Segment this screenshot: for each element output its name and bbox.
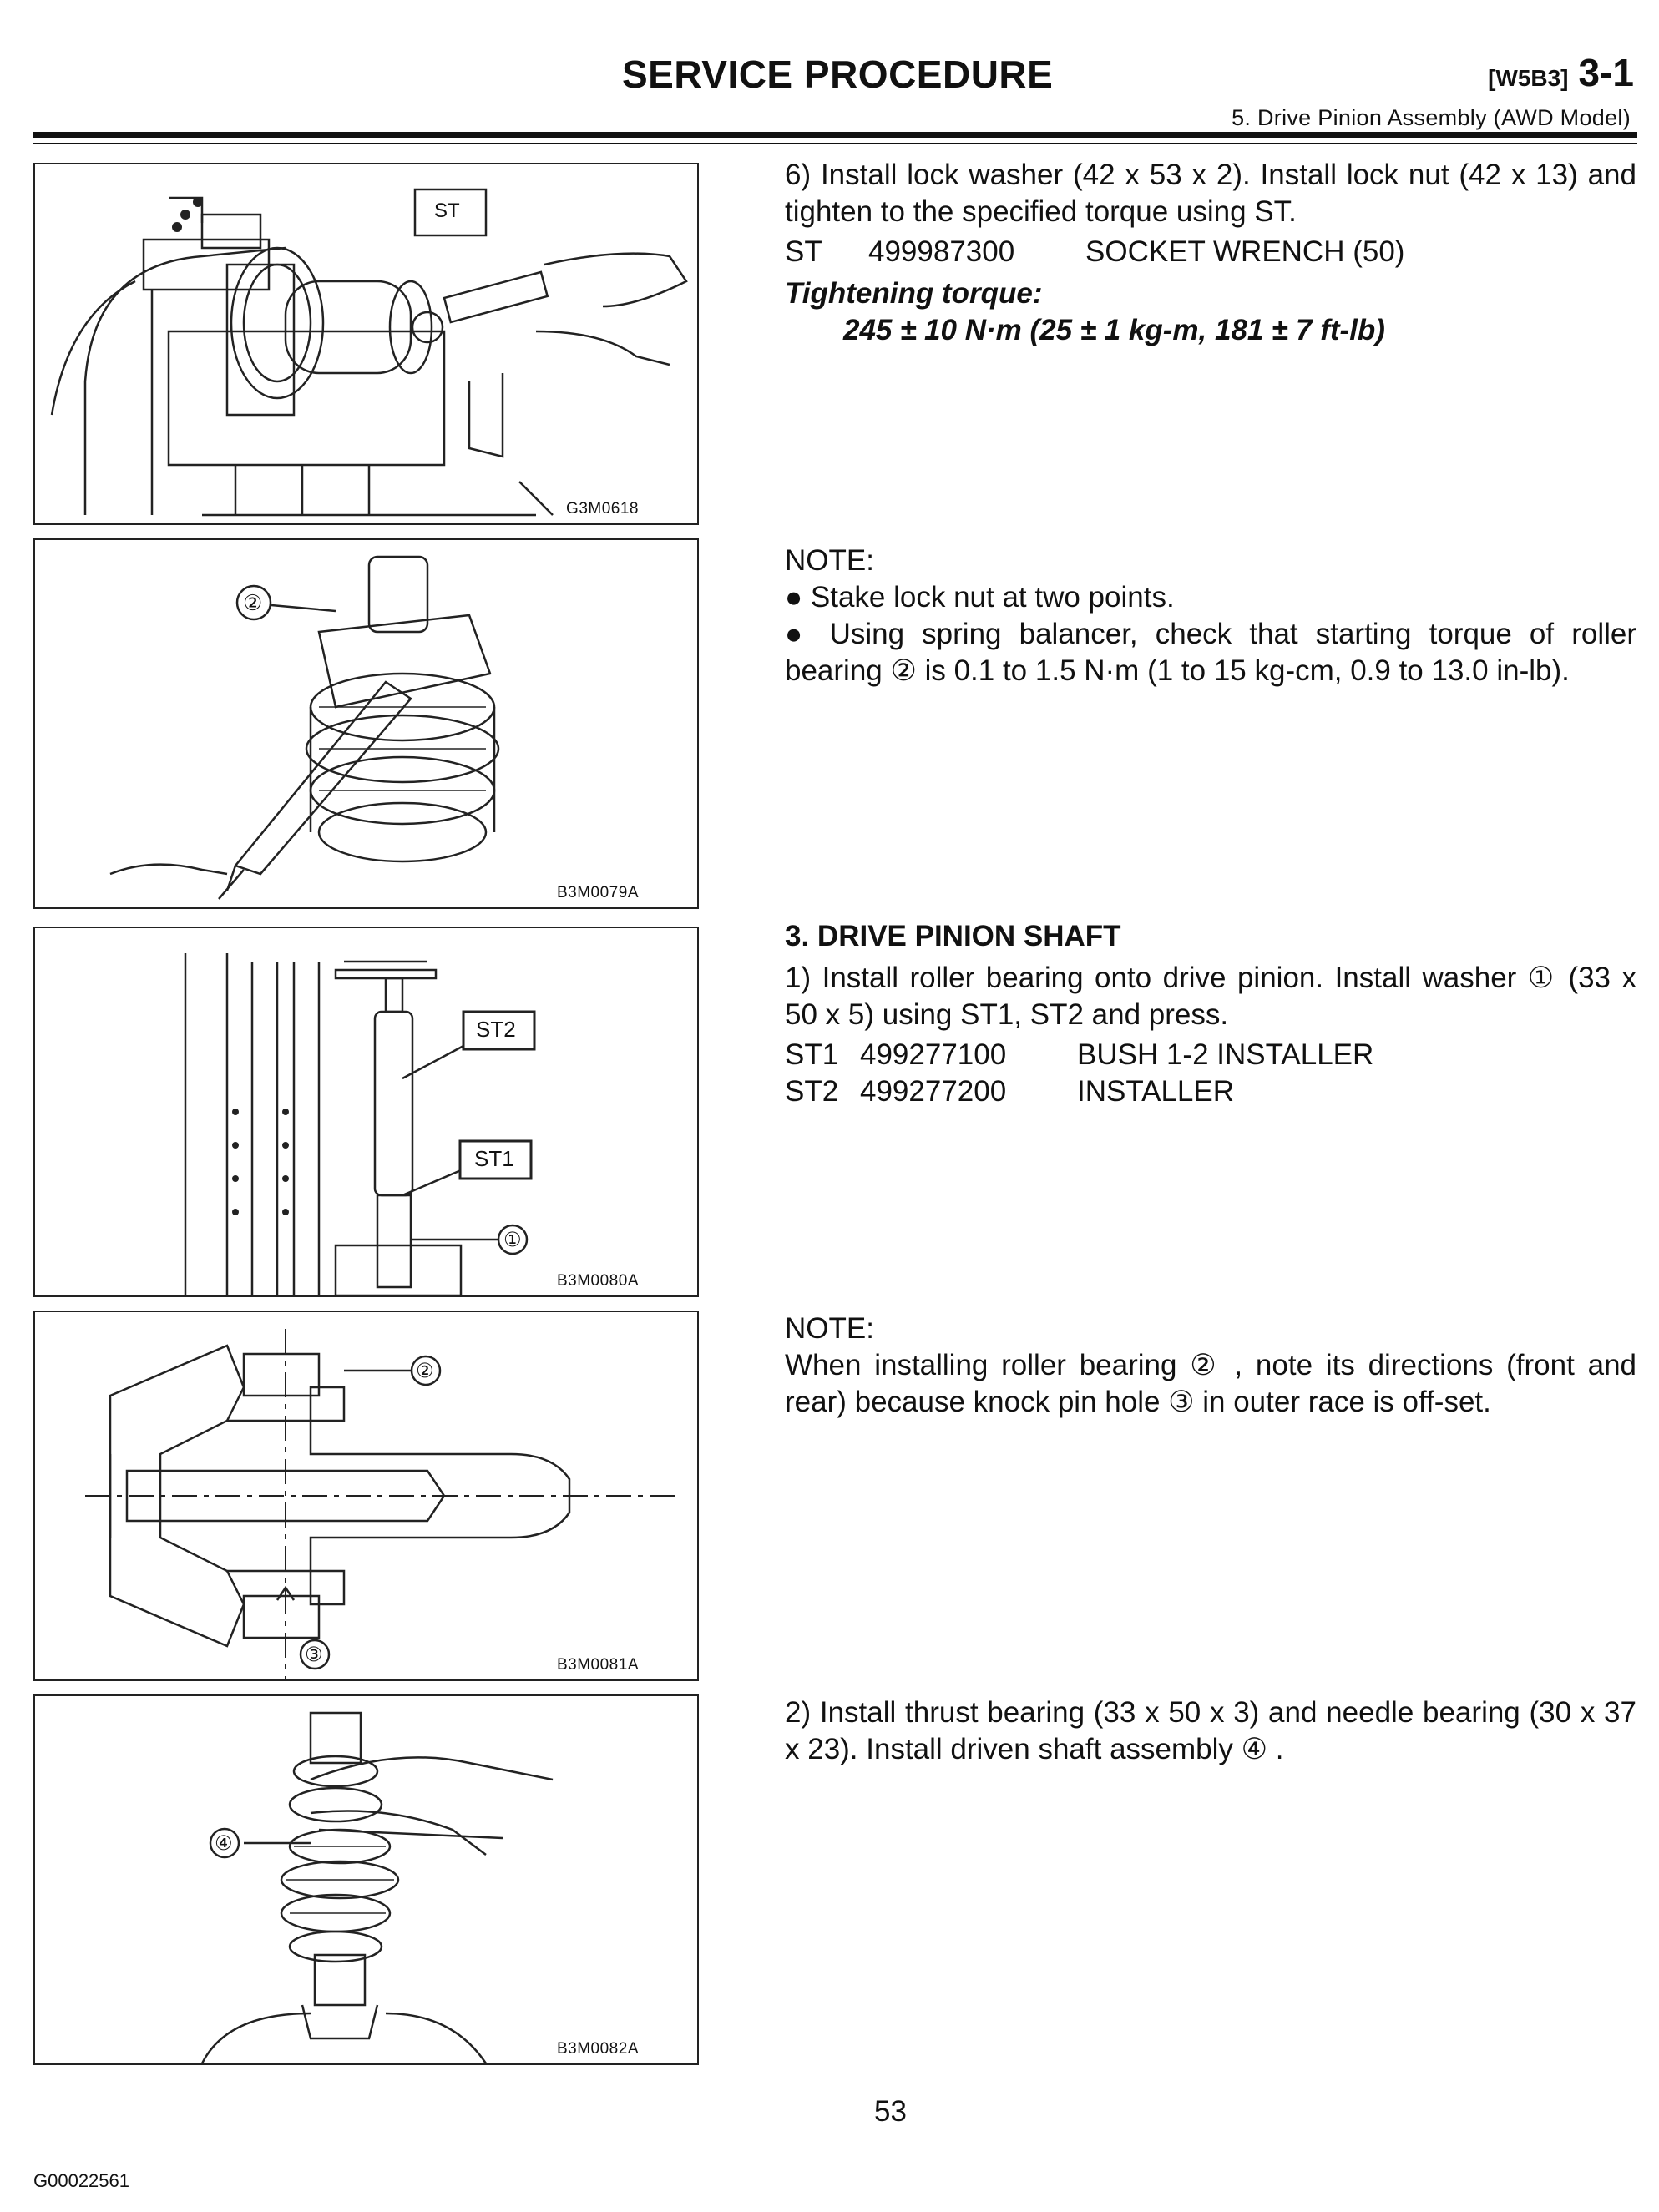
section-code: [W5B3] — [1488, 65, 1569, 91]
step-2-block: 2) Install thrust bearing (33 x 50 x 3) … — [785, 1694, 1636, 1768]
bullet-icon: ● — [785, 581, 811, 614]
page-number: 53 — [874, 2095, 907, 2128]
tool-row: ST 499987300 SOCKET WRENCH (50) — [785, 234, 1636, 270]
figure-1-illustration — [50, 188, 688, 517]
bullet-icon: ● — [785, 618, 830, 650]
document-id: G00022561 — [33, 2170, 129, 2191]
note-bullet-2: ● Using spring balancer, check that star… — [785, 618, 1636, 687]
figure-1-code: G3M0618 — [566, 500, 639, 518]
figure-4-code: B3M0081A — [556, 1656, 639, 1674]
figure-4: ② ③ B3M0081A — [33, 1311, 699, 1681]
note-block-1: NOTE: ● Stake lock nut at two points. ● … — [785, 543, 1636, 689]
tool-name: BUSH 1-2 INSTALLER — [1077, 1038, 1374, 1071]
figure-3-callout: ① — [503, 1229, 522, 1251]
figure-1: ST G3M0618 — [33, 163, 699, 525]
drive-pinion-shaft-block: 3. DRIVE PINION SHAFT 1) Install roller … — [785, 918, 1636, 1110]
figure-4-callout-3: ③ — [305, 1644, 323, 1666]
figure-3: ST2 ST1 ① B3M0080A — [33, 927, 699, 1297]
tool-id: ST — [785, 235, 822, 268]
figure-4-callout-2: ② — [416, 1360, 434, 1382]
step-6-block: 6) Install lock washer (42 x 53 x 2). In… — [785, 157, 1636, 349]
step-2-text: 2) Install thrust bearing (33 x 50 x 3) … — [785, 1696, 1636, 1765]
torque-value: 245 ± 10 N·m (25 ± 1 kg-m, 181 ± 7 ft-lb… — [843, 314, 1385, 346]
section-number: 3-1 — [1578, 51, 1634, 94]
note-label: NOTE: — [785, 544, 874, 577]
tool-number: 499987300 — [868, 235, 1015, 268]
header-rule-thin — [33, 143, 1637, 144]
figure-5-callout: ④ — [215, 1832, 233, 1855]
tool-row-st2: ST2 499277200 INSTALLER — [785, 1073, 1636, 1110]
figure-2: ② B3M0079A — [33, 538, 699, 909]
note-label: NOTE: — [785, 1312, 874, 1345]
header-rule-thick — [33, 132, 1637, 138]
figure-5-code: B3M0082A — [556, 2040, 639, 2058]
tool-name: SOCKET WRENCH (50) — [1085, 235, 1405, 268]
tool-number: 499277100 — [860, 1038, 1007, 1071]
page-subtitle: 5. Drive Pinion Assembly (AWD Model) — [1232, 105, 1631, 130]
page-title: SERVICE PROCEDURE — [622, 53, 1054, 96]
section-heading: 3. DRIVE PINION SHAFT — [785, 920, 1121, 952]
figure-3-code: B3M0080A — [556, 1272, 639, 1290]
figure-4-illustration — [85, 1329, 678, 1679]
section-code-group: [W5B3] 3-1 — [1488, 50, 1634, 95]
note-body: When installing roller bearing ② , note … — [785, 1349, 1636, 1418]
step-6-text: 6) Install lock washer (42 x 53 x 2). In… — [785, 159, 1636, 228]
note-bullet-1: ● Stake lock nut at two points. — [785, 581, 1175, 614]
torque-label: Tightening torque: — [785, 277, 1043, 310]
figure-2-callout: ② — [243, 590, 263, 615]
figure-3-illustration — [184, 953, 536, 1295]
figure-1-label-st: ST — [434, 199, 460, 222]
step-1-text: 1) Install roller bearing onto drive pin… — [785, 962, 1636, 1031]
note-block-2: NOTE: When installing roller bearing ② ,… — [785, 1311, 1636, 1421]
figure-5-illustration — [200, 1711, 554, 2063]
figure-3-label-st2: ST2 — [476, 1017, 516, 1042]
figure-3-label-st1: ST1 — [474, 1146, 514, 1171]
tool-name: INSTALLER — [1077, 1075, 1235, 1108]
tool-id: ST1 — [785, 1038, 839, 1071]
tool-row-st1: ST1 499277100 BUSH 1-2 INSTALLER — [785, 1037, 1636, 1073]
figure-5: ④ B3M0082A — [33, 1694, 699, 2065]
tool-id: ST2 — [785, 1075, 839, 1108]
figure-2-illustration — [109, 555, 500, 900]
figure-2-code: B3M0079A — [556, 884, 639, 901]
tool-number: 499277200 — [860, 1075, 1007, 1108]
